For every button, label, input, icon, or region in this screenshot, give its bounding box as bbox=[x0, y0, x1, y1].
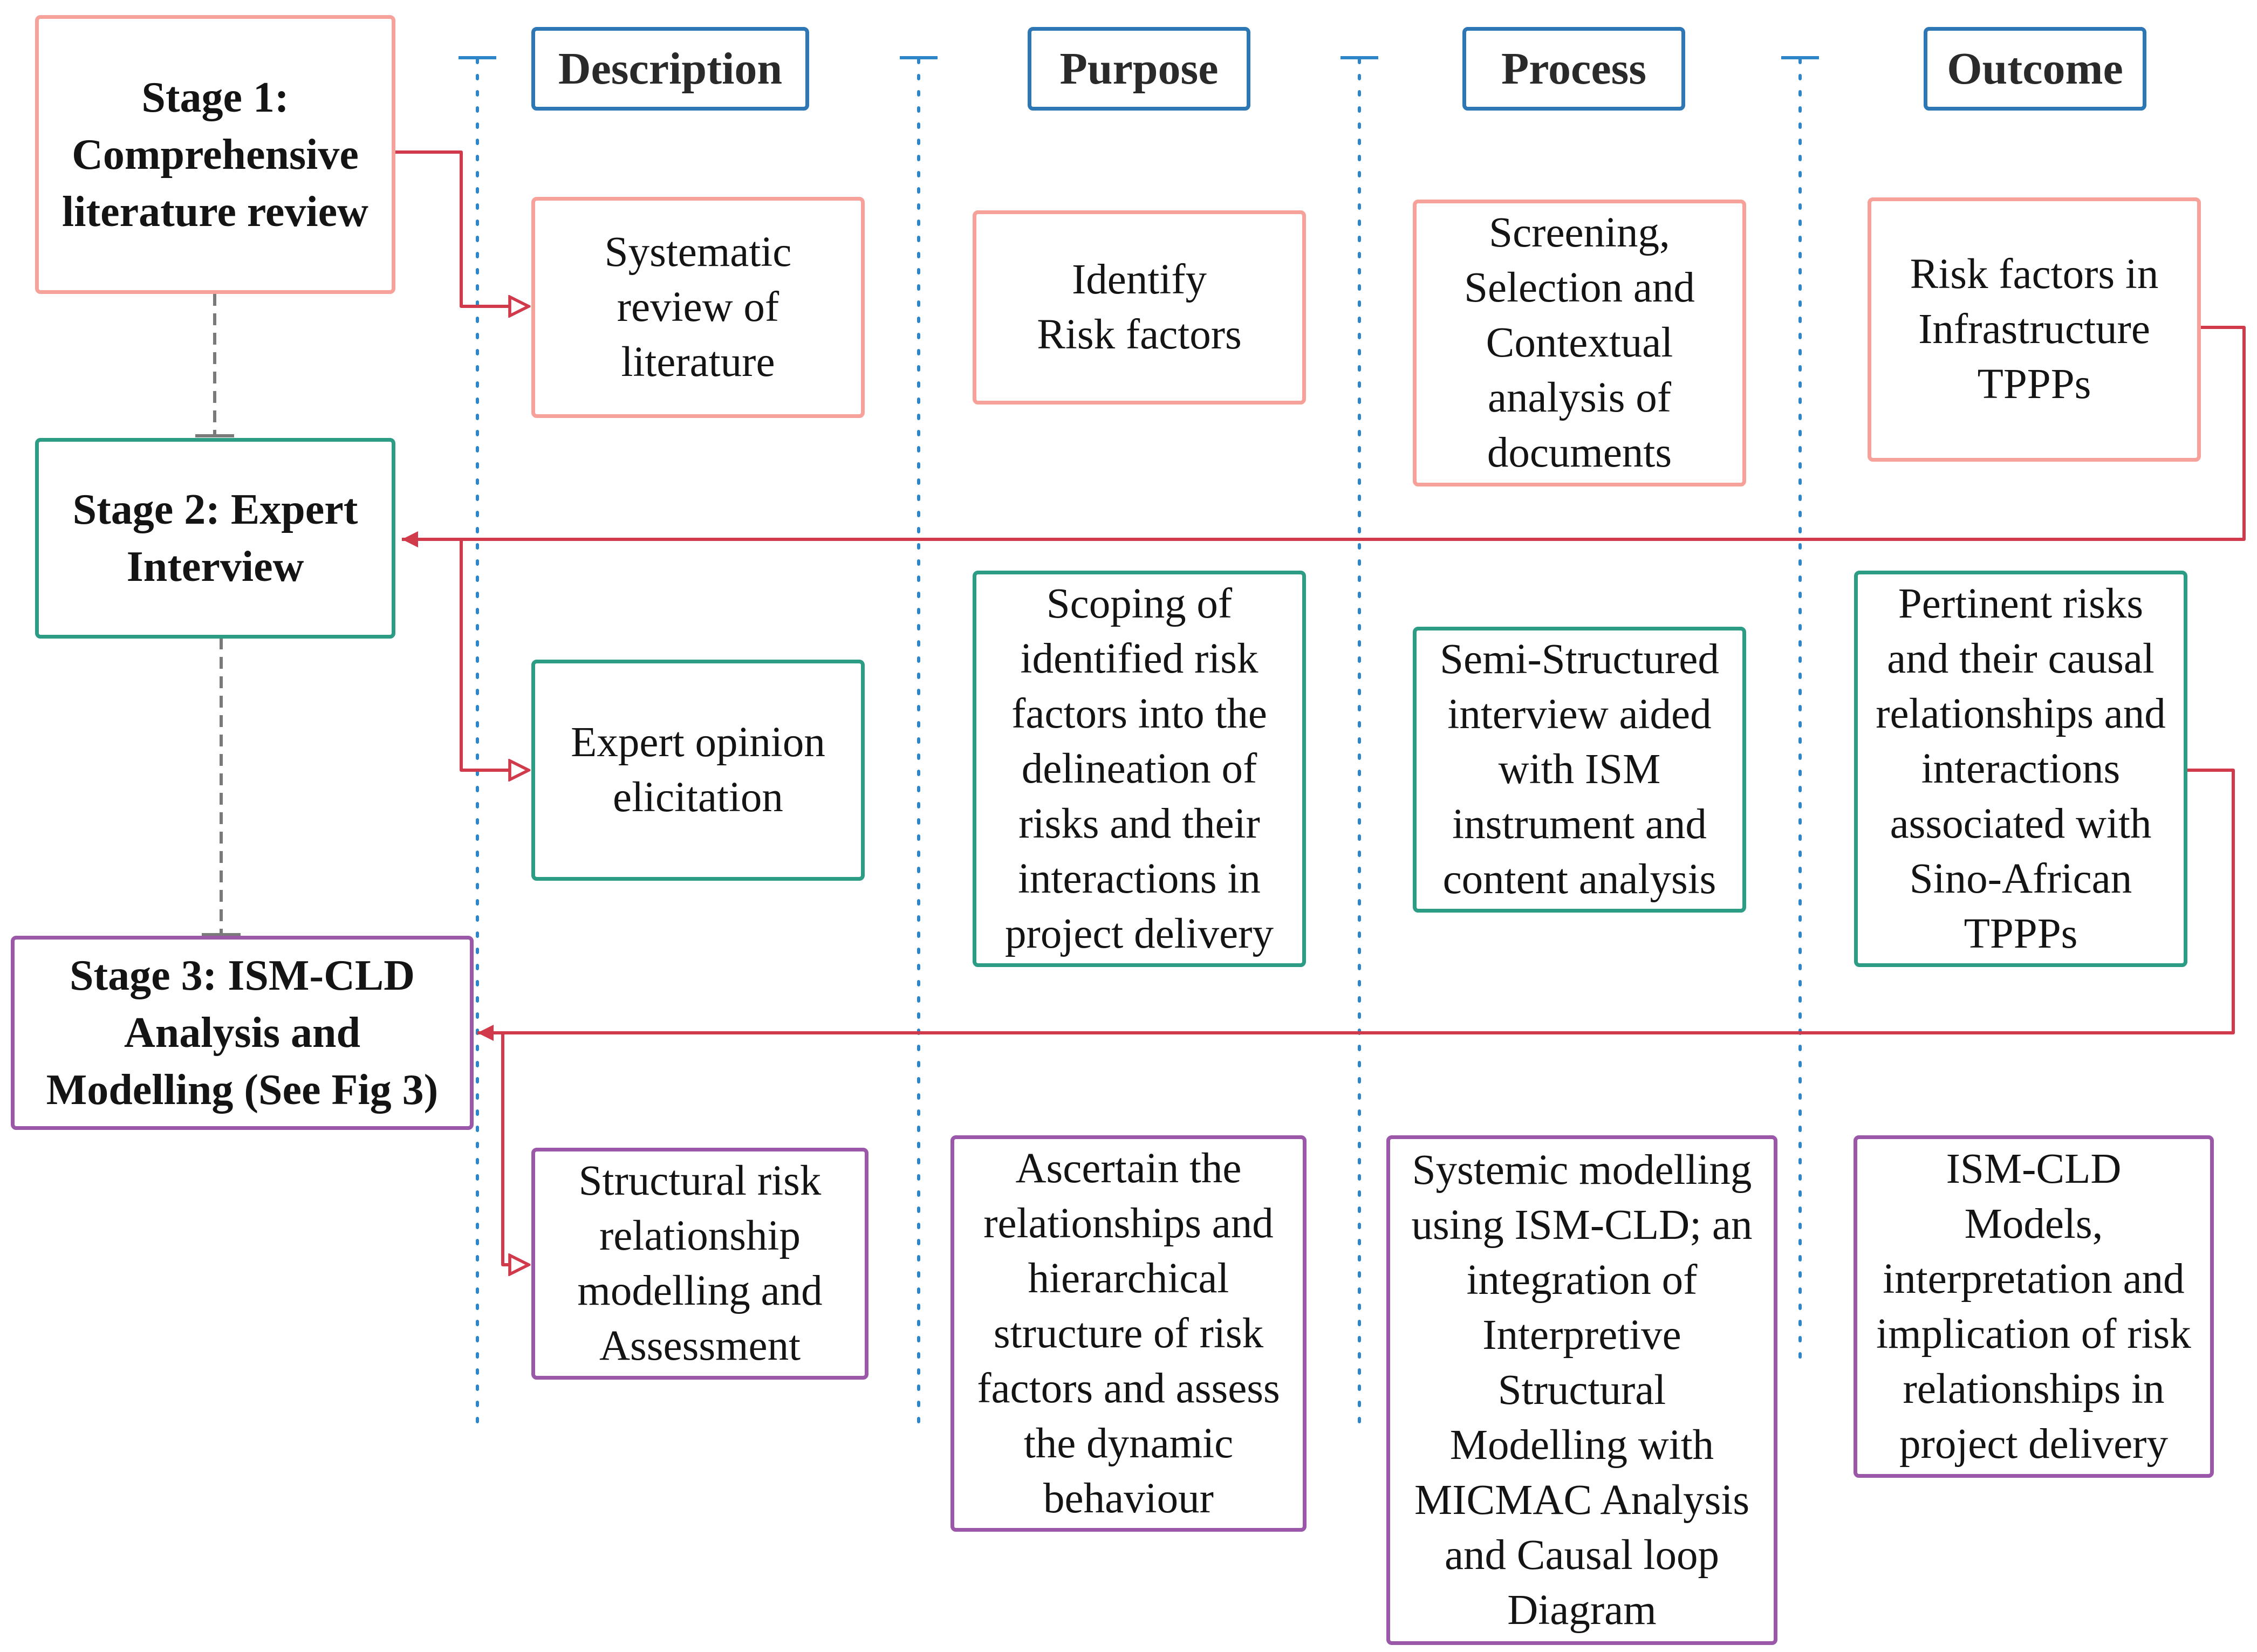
stage1-process: Screening, Selection and Contextual anal… bbox=[1413, 200, 1746, 486]
stage2-process: Semi-Structured interview aided with ISM… bbox=[1413, 627, 1746, 913]
stage1-purpose: Identify Risk factors bbox=[973, 210, 1306, 405]
stage2-box: Stage 2: Expert Interview bbox=[35, 438, 395, 639]
stage3-process: Systemic modelling using ISM-CLD; an int… bbox=[1386, 1135, 1777, 1645]
stage1-outcome: Risk factors in Infrastructure TPPPs bbox=[1868, 197, 2201, 462]
stage2-purpose: Scoping of identified risk factors into … bbox=[973, 571, 1306, 967]
outcome1-to-stage2-return-arrow bbox=[402, 326, 2246, 547]
header-process: Process bbox=[1462, 27, 1685, 111]
stage2-outcome: Pertinent risks and their causal relatio… bbox=[1854, 571, 2187, 967]
stage1-box: Stage 1: Comprehensive literature review bbox=[35, 15, 395, 294]
header-description: Description bbox=[531, 27, 809, 111]
stage3-outcome: ISM-CLD Models, interpretation and impli… bbox=[1854, 1135, 2214, 1478]
stage3-purpose: Ascertain the relationships and hierarch… bbox=[950, 1135, 1307, 1532]
column-dividers bbox=[459, 56, 1819, 1431]
header-outcome: Outcome bbox=[1924, 27, 2146, 111]
stage1-description: Systematic review of literature bbox=[531, 197, 865, 418]
outcome2-to-stage3-return-arrow bbox=[477, 769, 2235, 1041]
stage3-description: Structural risk relationship modelling a… bbox=[531, 1148, 868, 1380]
stage3-box: Stage 3: ISM-CLD Analysis and Modelling … bbox=[11, 936, 474, 1130]
stage3-to-description-arrow bbox=[501, 1033, 529, 1265]
header-purpose: Purpose bbox=[1028, 27, 1250, 111]
stage2-to-description-arrow bbox=[460, 539, 529, 770]
stage2-description: Expert opinion elicitation bbox=[531, 660, 865, 881]
stage-links bbox=[195, 294, 241, 936]
stage1-to-description-arrow bbox=[395, 150, 529, 306]
flow-connectors bbox=[395, 150, 2246, 1265]
